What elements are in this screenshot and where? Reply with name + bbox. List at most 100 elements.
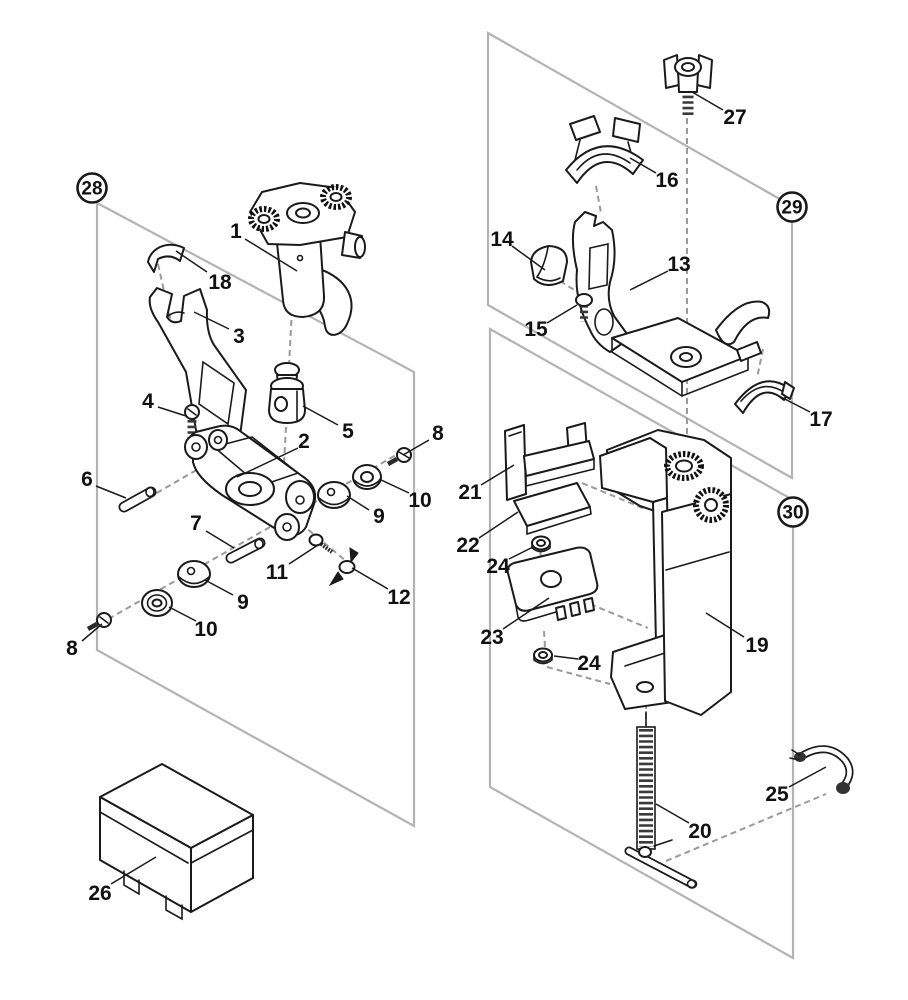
part-label-8a: 8 bbox=[432, 422, 444, 445]
part-label-27: 27 bbox=[723, 106, 746, 129]
leader-line-25 bbox=[788, 766, 827, 788]
part-22-illustration bbox=[513, 482, 592, 536]
part-label-7: 7 bbox=[190, 512, 202, 535]
leader-line-4 bbox=[157, 406, 187, 417]
part-2-illustration bbox=[184, 424, 317, 541]
leader-line-26 bbox=[110, 856, 157, 885]
leader-line-9b bbox=[204, 579, 234, 596]
leader-line-10a bbox=[378, 478, 410, 494]
part-label-5: 5 bbox=[342, 420, 354, 443]
leader-line-8a bbox=[402, 439, 430, 456]
part-12-illustration bbox=[328, 547, 359, 587]
leader-line-21 bbox=[480, 464, 515, 486]
part-label-16: 16 bbox=[655, 169, 678, 192]
part-label-17: 17 bbox=[809, 408, 832, 431]
part-20-illustration bbox=[624, 711, 698, 889]
part-label-23: 23 bbox=[480, 626, 503, 649]
part-label-3: 3 bbox=[233, 325, 245, 348]
leader-line-11 bbox=[288, 544, 319, 565]
group-circle-30 bbox=[777, 496, 809, 528]
part-label-14: 14 bbox=[490, 228, 514, 251]
part-9-illustration-upper bbox=[317, 481, 351, 509]
leader-line-17 bbox=[778, 395, 811, 413]
part-label-21: 21 bbox=[458, 481, 482, 504]
part-label-8b: 8 bbox=[66, 637, 78, 660]
part-14-illustration bbox=[530, 245, 568, 286]
leader-line-18 bbox=[175, 250, 208, 273]
part-label-12: 12 bbox=[387, 586, 410, 609]
part-label-9a: 9 bbox=[373, 505, 385, 528]
part-label-13: 13 bbox=[667, 253, 690, 276]
part-label-4: 4 bbox=[142, 390, 154, 413]
part-15-illustration bbox=[575, 293, 593, 322]
leader-line-6 bbox=[95, 485, 127, 499]
part-label-19: 19 bbox=[745, 634, 768, 657]
part-19-illustration bbox=[599, 429, 732, 716]
part-1-illustration bbox=[248, 182, 366, 336]
leader-line-27 bbox=[691, 91, 724, 111]
part-3-illustration bbox=[148, 287, 247, 449]
group-circle-label-28: 28 bbox=[81, 179, 102, 200]
part-17-illustration bbox=[734, 380, 795, 414]
group-circle-29 bbox=[776, 191, 808, 223]
part-label-6: 6 bbox=[81, 468, 93, 491]
part-label-24a: 24 bbox=[486, 555, 510, 578]
leader-line-5 bbox=[302, 405, 339, 426]
part-label-26: 26 bbox=[88, 882, 111, 905]
leader-line-7 bbox=[205, 530, 235, 549]
leader-line-24a bbox=[508, 546, 534, 560]
part-10-illustration-upper bbox=[352, 464, 382, 490]
part-label-25: 25 bbox=[765, 783, 789, 806]
group-circle-label-29: 29 bbox=[781, 198, 802, 219]
leader-line-23 bbox=[502, 597, 550, 630]
part-11-illustration bbox=[308, 533, 334, 554]
panel-group-29 bbox=[486, 31, 794, 480]
leader-line-2 bbox=[236, 447, 299, 478]
part-label-15: 15 bbox=[524, 318, 548, 341]
leader-line-3 bbox=[193, 311, 230, 330]
leader-line-19 bbox=[705, 612, 745, 638]
part-9-illustration-lower bbox=[177, 560, 211, 588]
group-circle-28 bbox=[76, 172, 108, 204]
cable-end-fitting bbox=[836, 782, 850, 794]
part-5-illustration bbox=[268, 362, 306, 424]
part-label-22: 22 bbox=[456, 534, 479, 557]
part-8-illustration-upper bbox=[386, 447, 412, 466]
leader-line-15 bbox=[546, 304, 578, 324]
part-18-illustration bbox=[147, 243, 185, 273]
part-label-2: 2 bbox=[298, 430, 310, 453]
part-label-20: 20 bbox=[688, 820, 711, 843]
part-13-illustration bbox=[571, 211, 771, 397]
part-label-11: 11 bbox=[266, 561, 289, 584]
leader-line-10b bbox=[168, 606, 197, 622]
part-10-illustration-lower bbox=[141, 589, 173, 617]
part-label-9b: 9 bbox=[237, 591, 249, 614]
leader-line-13 bbox=[629, 270, 669, 291]
part-label-24b: 24 bbox=[577, 652, 601, 675]
leader-line-16 bbox=[629, 157, 657, 174]
leader-line-8b bbox=[81, 623, 103, 642]
leader-line-14 bbox=[511, 245, 546, 271]
part-6-illustration bbox=[118, 486, 157, 513]
part-27-illustration bbox=[663, 54, 713, 116]
part-16-illustration bbox=[565, 115, 644, 184]
part-label-10a: 10 bbox=[408, 489, 431, 512]
group-circle-label-30: 30 bbox=[782, 503, 803, 524]
part-25-illustration bbox=[789, 745, 854, 794]
part-26-illustration bbox=[99, 763, 254, 921]
leader-line-24b bbox=[553, 655, 579, 660]
part-7-illustration bbox=[225, 537, 266, 564]
part-label-18: 18 bbox=[208, 271, 232, 294]
leader-line-20 bbox=[655, 803, 690, 824]
leader-line-12 bbox=[351, 567, 389, 590]
part-8-illustration-lower bbox=[86, 612, 112, 631]
part-24-illustration-upper bbox=[531, 535, 551, 553]
leader-line-9a bbox=[346, 495, 370, 511]
part-label-10b: 10 bbox=[194, 618, 217, 641]
part-label-1: 1 bbox=[230, 220, 242, 243]
part-21-illustration bbox=[504, 422, 595, 501]
part-24-illustration-lower bbox=[533, 647, 553, 665]
